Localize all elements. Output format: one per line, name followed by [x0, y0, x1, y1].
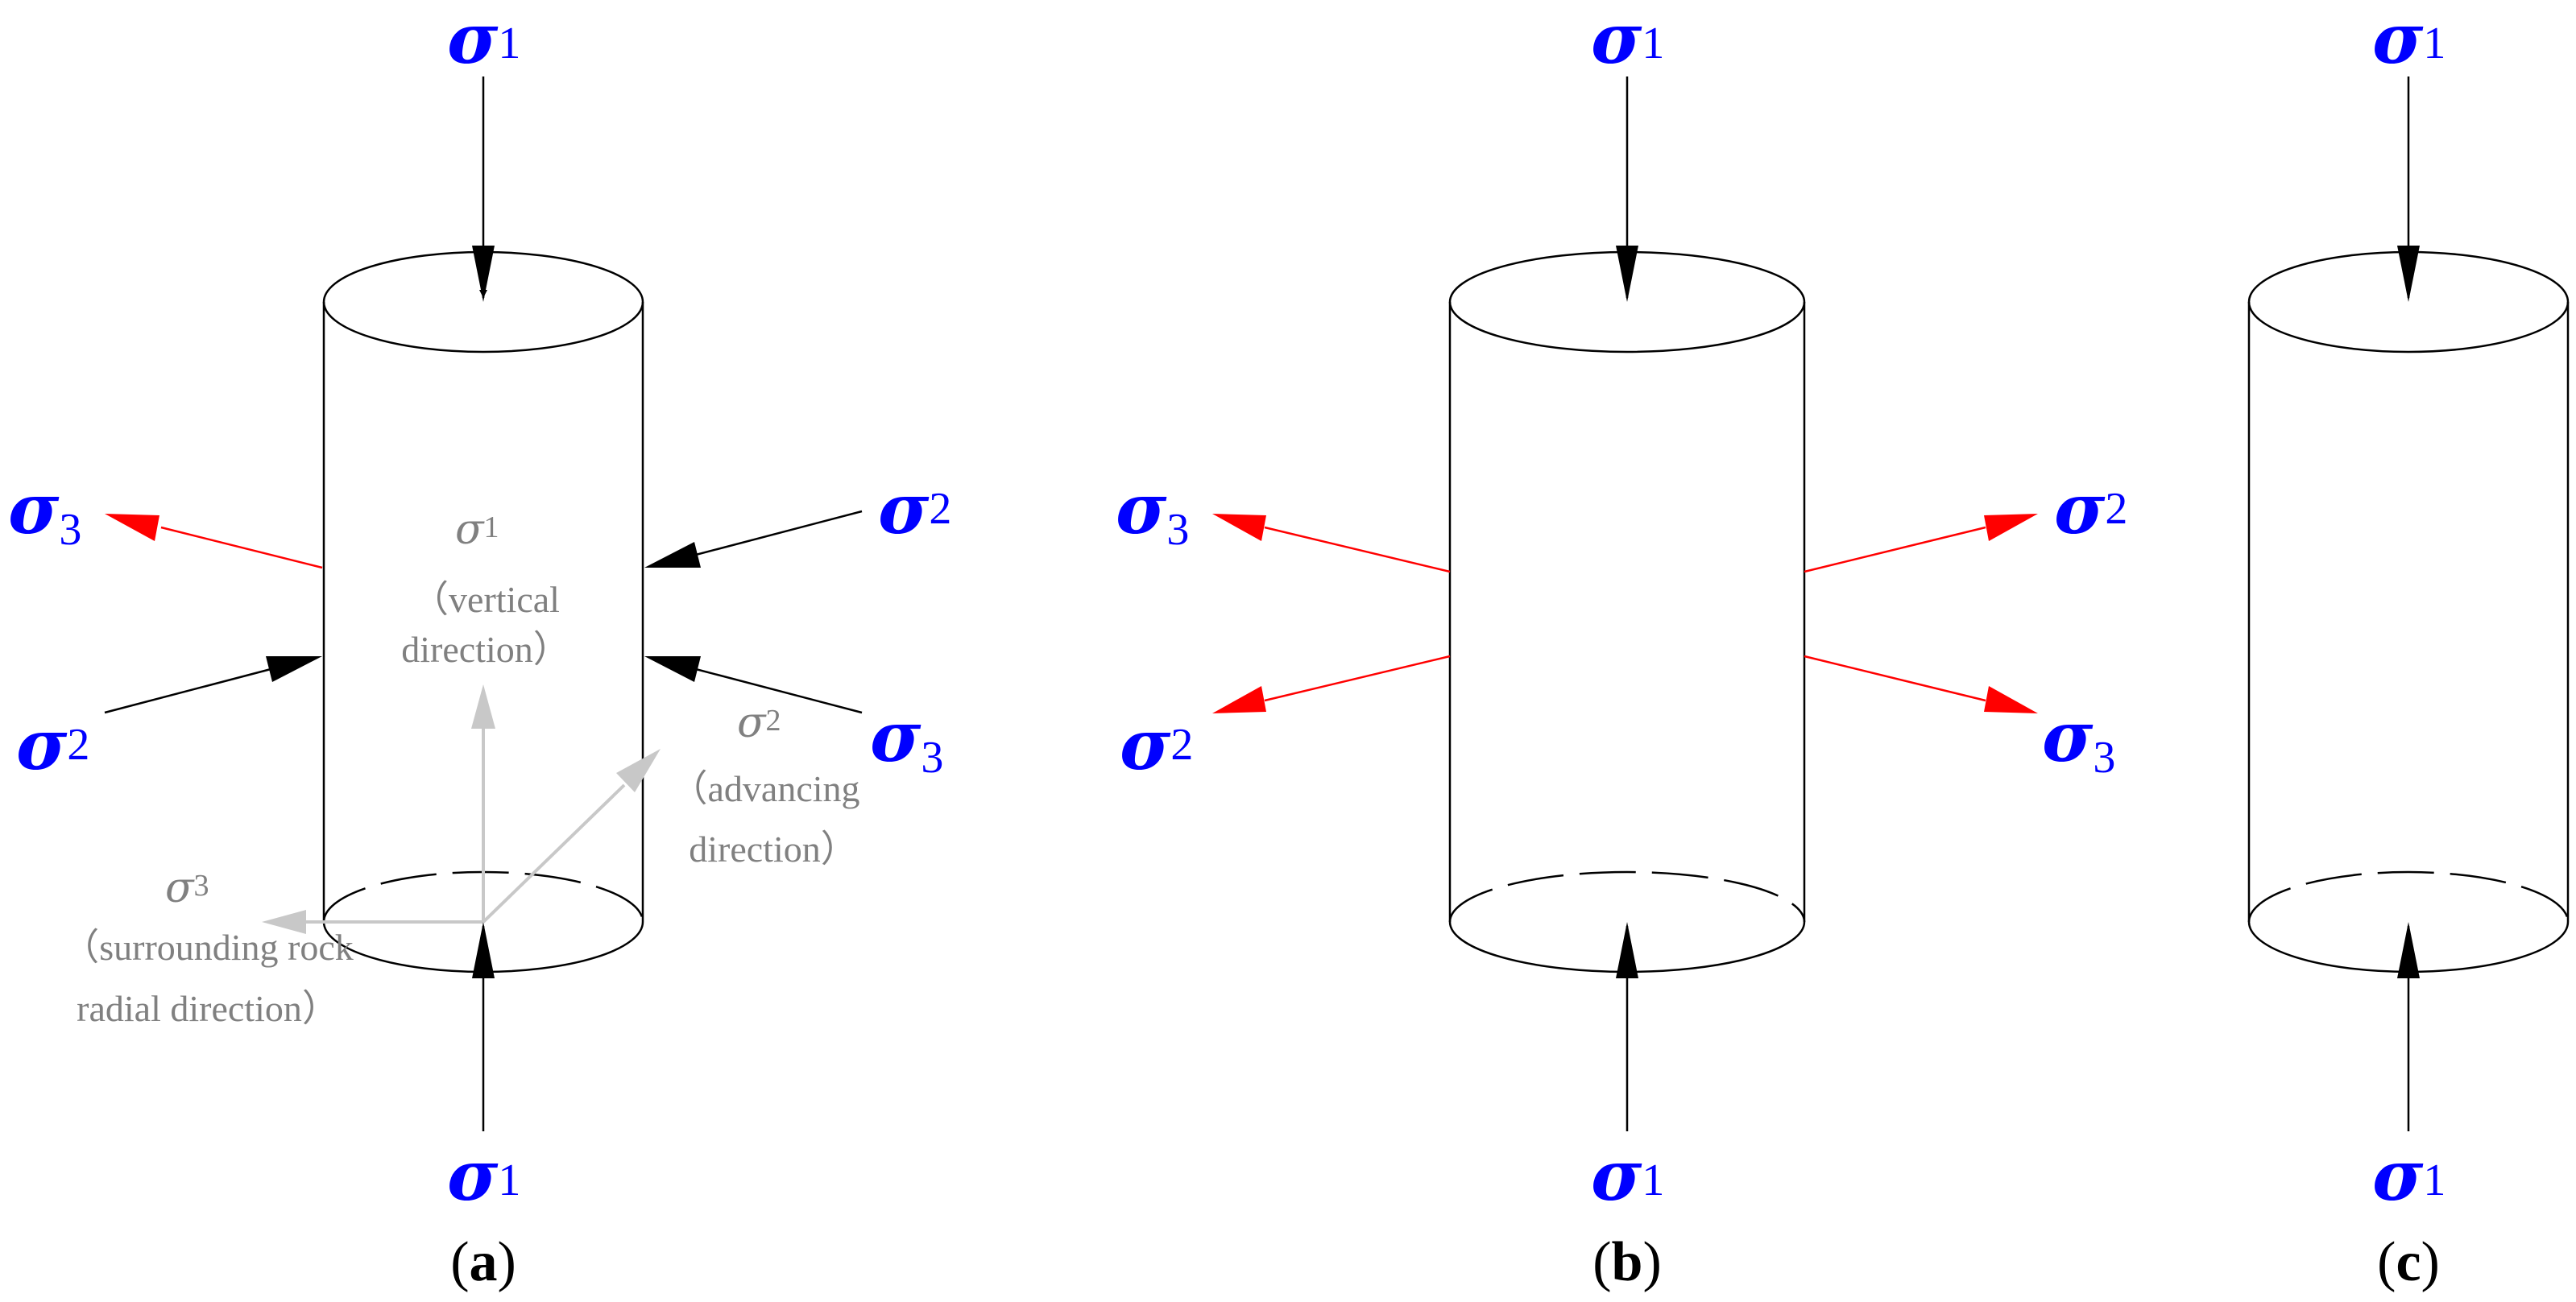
sigma3-right-arrowhead — [644, 656, 701, 682]
sigma2-right-label: σ2 — [878, 469, 951, 550]
cylinder-b — [1448, 250, 1806, 973]
vertical-axis-note-1: （vertical — [412, 579, 560, 620]
sigma3-right-arrow — [1804, 655, 1986, 702]
radial-axis-note-1: （surrounding rock — [62, 927, 354, 968]
sigma3-right-label: σ3 — [2042, 696, 2115, 783]
sigma3-right-arrow — [692, 667, 863, 714]
advancing-axis-line — [482, 783, 626, 924]
sigma3-left-label: σ3 — [8, 469, 81, 555]
sigma1-top-label: σ1 — [1591, 0, 1664, 80]
sigma1-top-label: σ1 — [2372, 0, 2446, 80]
sigma2-right-arrow — [692, 510, 863, 557]
sigma1-bottom-label: σ1 — [2372, 1135, 2446, 1217]
sigma3-left-arrow — [1264, 526, 1451, 573]
sigma2-right-label: σ2 — [2054, 469, 2127, 550]
sigma1-bottom-label: σ1 — [447, 1135, 520, 1217]
advancing-axis-arrowhead — [616, 749, 661, 792]
advancing-axis-note-2: direction） — [689, 829, 858, 870]
panel-b: σ1 σ1 σ3 σ2 σ2 σ3 (b) — [1116, 0, 2127, 1293]
sigma2-left-label: σ2 — [16, 705, 89, 786]
sigma1-top-arrowhead — [2397, 246, 2420, 302]
sigma3-left-arrowhead — [105, 514, 159, 541]
sigma3-left-arrow — [160, 526, 323, 569]
sigma3-right-arrowhead — [1984, 686, 2038, 713]
panel-c-label: (c) — [2377, 1231, 2440, 1293]
radial-axis-label: σ3 — [165, 864, 209, 912]
panel-c: σ1 σ1 (c) — [2247, 0, 2570, 1293]
cylinder-c — [2247, 250, 2570, 973]
cylinder-bottom-back — [1448, 870, 1806, 923]
vertical-axis-label: σ1 — [455, 506, 499, 554]
cylinder-bottom-back — [2247, 870, 2570, 923]
advancing-axis-note-1: （advancing — [670, 768, 859, 809]
sigma2-left-arrowhead — [266, 656, 322, 682]
sigma2-left-arrow — [104, 667, 275, 714]
sigma1-top-arrowhead — [472, 246, 495, 302]
panel-b-label: (b) — [1592, 1231, 1662, 1293]
sigma1-bottom-arrowhead — [1616, 922, 1638, 978]
principal-axes — [262, 684, 661, 934]
sigma3-left-label: σ3 — [1116, 469, 1189, 555]
sigma1-top-label: σ1 — [447, 0, 520, 80]
sigma1-top-arrowhead — [1616, 246, 1638, 302]
sigma2-right-arrowhead — [644, 542, 701, 568]
sigma2-left-label: σ2 — [1120, 705, 1193, 786]
panel-a-label: (a) — [450, 1231, 516, 1293]
sigma1-bottom-label: σ1 — [1591, 1135, 1664, 1217]
advancing-axis-label: σ2 — [737, 699, 781, 747]
sigma2-right-arrowhead — [1984, 514, 2038, 541]
sigma1-bottom-arrowhead — [472, 922, 495, 978]
panel-a: σ1 （vertical direction） σ2 （advancing di… — [8, 0, 951, 1293]
sigma2-left-arrowhead — [1212, 686, 1266, 713]
sigma3-right-label: σ3 — [870, 696, 943, 783]
sigma2-left-arrow — [1264, 655, 1451, 702]
sigma3-left-arrowhead — [1212, 514, 1266, 541]
sigma1-bottom-arrowhead — [2397, 922, 2420, 978]
vertical-axis-note-2: direction） — [401, 629, 570, 670]
radial-axis-arrowhead — [262, 910, 306, 934]
radial-axis-note-2: radial direction） — [77, 988, 339, 1029]
vertical-axis-arrowhead — [471, 684, 495, 729]
sigma2-right-arrow — [1804, 526, 1986, 573]
